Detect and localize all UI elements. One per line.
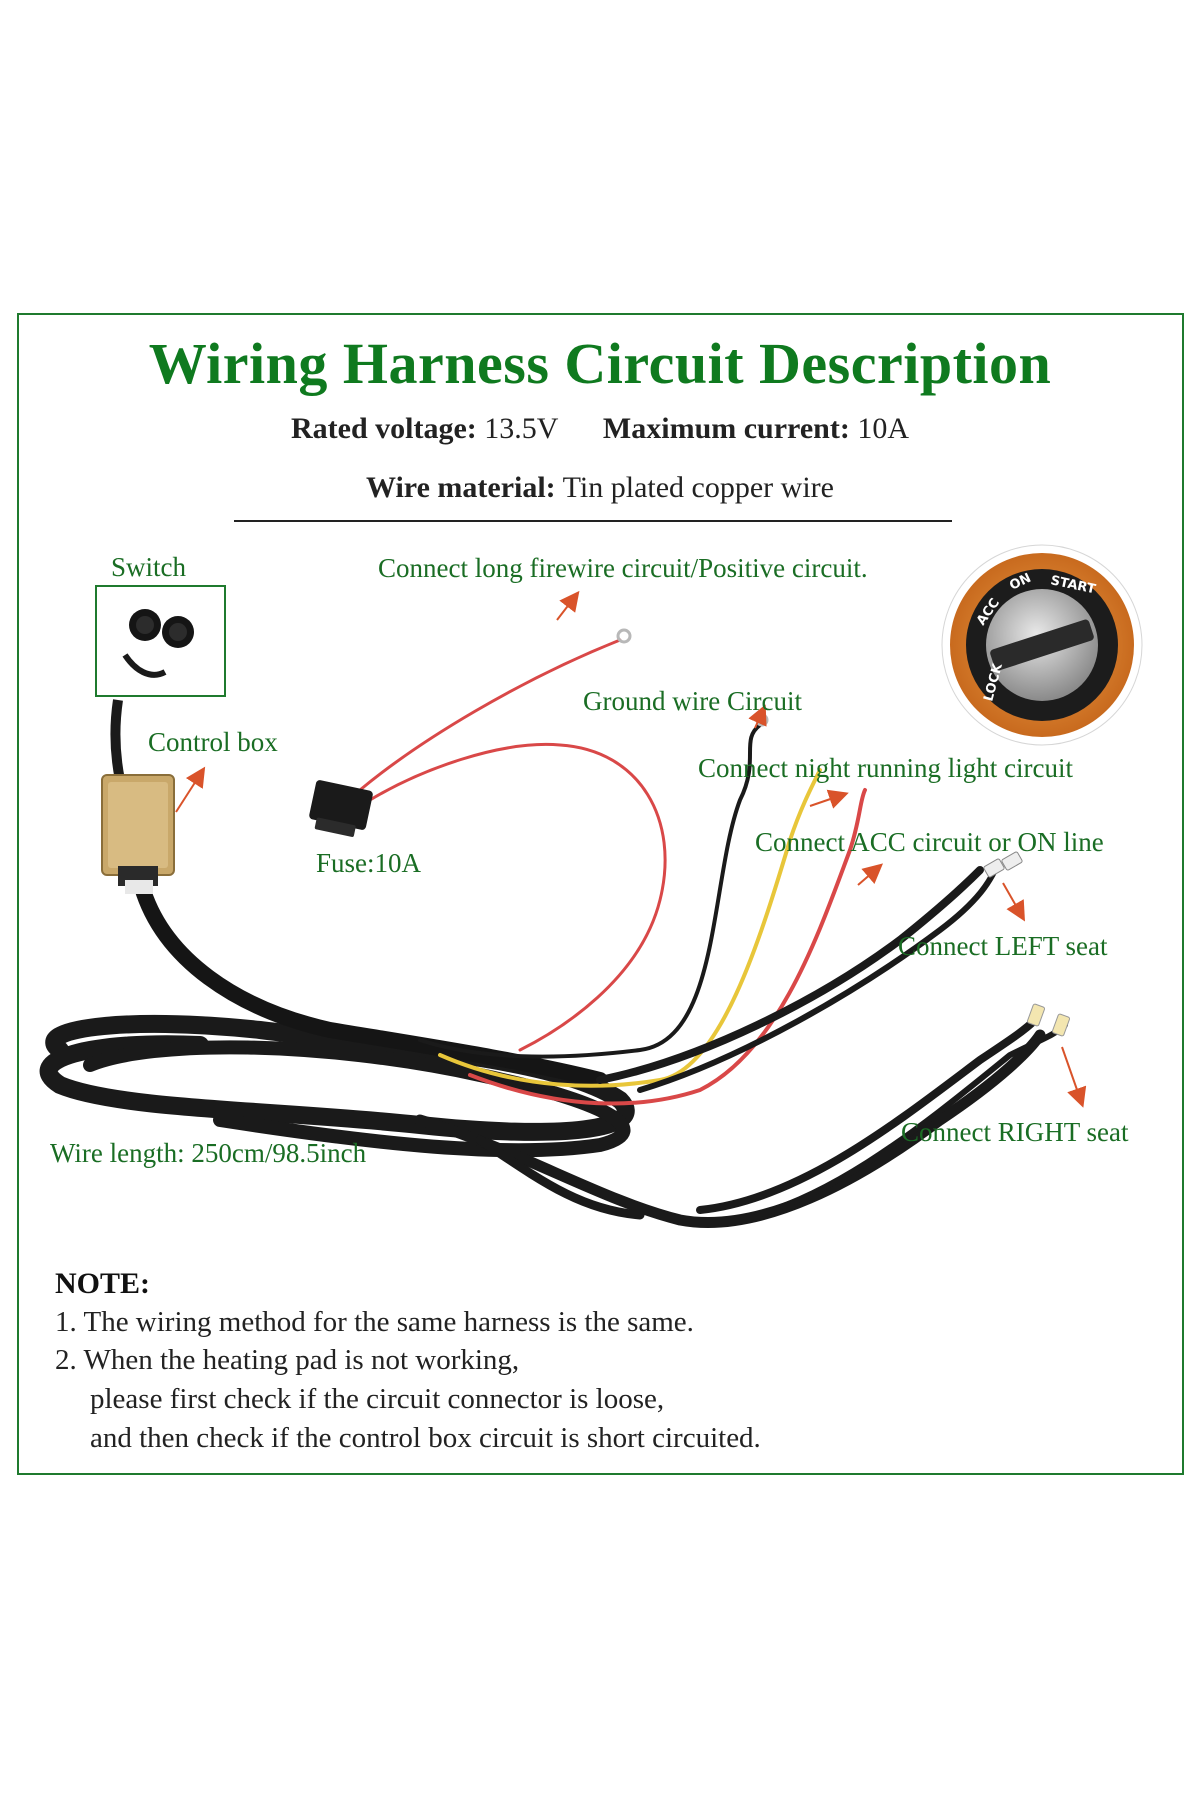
right-seat-connectors [1027, 1003, 1070, 1037]
firewire-label: Connect long firewire circuit/Positive c… [378, 553, 868, 583]
night-light-label: Connect night running light circuit [698, 753, 1073, 783]
main-trunk [132, 872, 608, 1088]
switch-highlight-box [95, 585, 226, 697]
note-item-1: 1. The wiring method for the same harnes… [55, 1306, 694, 1338]
note-item-2-line-2: please first check if the circuit connec… [90, 1383, 665, 1415]
divider [234, 520, 952, 522]
note-item-2-line-3: and then check if the control box circui… [90, 1422, 761, 1454]
left-seat-connectors [983, 851, 1023, 878]
note-heading: NOTE: [55, 1267, 151, 1300]
rated-voltage-label: Rated voltage: [291, 412, 477, 445]
wire-length-label: Wire length: 250cm/98.5inch [50, 1138, 367, 1168]
rated-voltage-value: 13.5V [484, 412, 558, 445]
switch-label: Switch [111, 552, 187, 582]
right-seat-label: Connect RIGHT seat [901, 1117, 1129, 1147]
fuse-wires [358, 638, 667, 1052]
fuse-label: Fuse:10A [316, 848, 422, 878]
spec-line-voltage-current: Rated voltage: 13.5V Maximum current: 10… [0, 412, 1200, 446]
ground-wire-label: Ground wire Circuit [583, 686, 802, 716]
spec-line-material: Wire material: Tin plated copper wire [0, 471, 1200, 505]
pointer-arrows [175, 590, 1087, 1108]
branch-wires [418, 723, 1068, 1225]
fuse-holder [309, 780, 373, 837]
page-title: Wiring Harness Circuit Description [148, 331, 1052, 396]
wire-material-value: Tin plated copper wire [562, 471, 834, 504]
switch-buttons [122, 609, 194, 678]
control-box [101, 699, 175, 894]
diagram-frame [17, 313, 1184, 1475]
acc-circuit-label: Connect ACC circuit or ON line [755, 827, 1104, 857]
note-item-2: 2. When the heating pad is not working, [55, 1344, 520, 1376]
max-current-value: 10A [857, 412, 909, 445]
max-current-label: Maximum current: [602, 412, 850, 445]
left-seat-label: Connect LEFT seat [898, 931, 1108, 961]
ignition-dial [941, 544, 1143, 746]
control-box-label: Control box [148, 727, 278, 757]
wire-material-label: Wire material: [366, 471, 556, 504]
